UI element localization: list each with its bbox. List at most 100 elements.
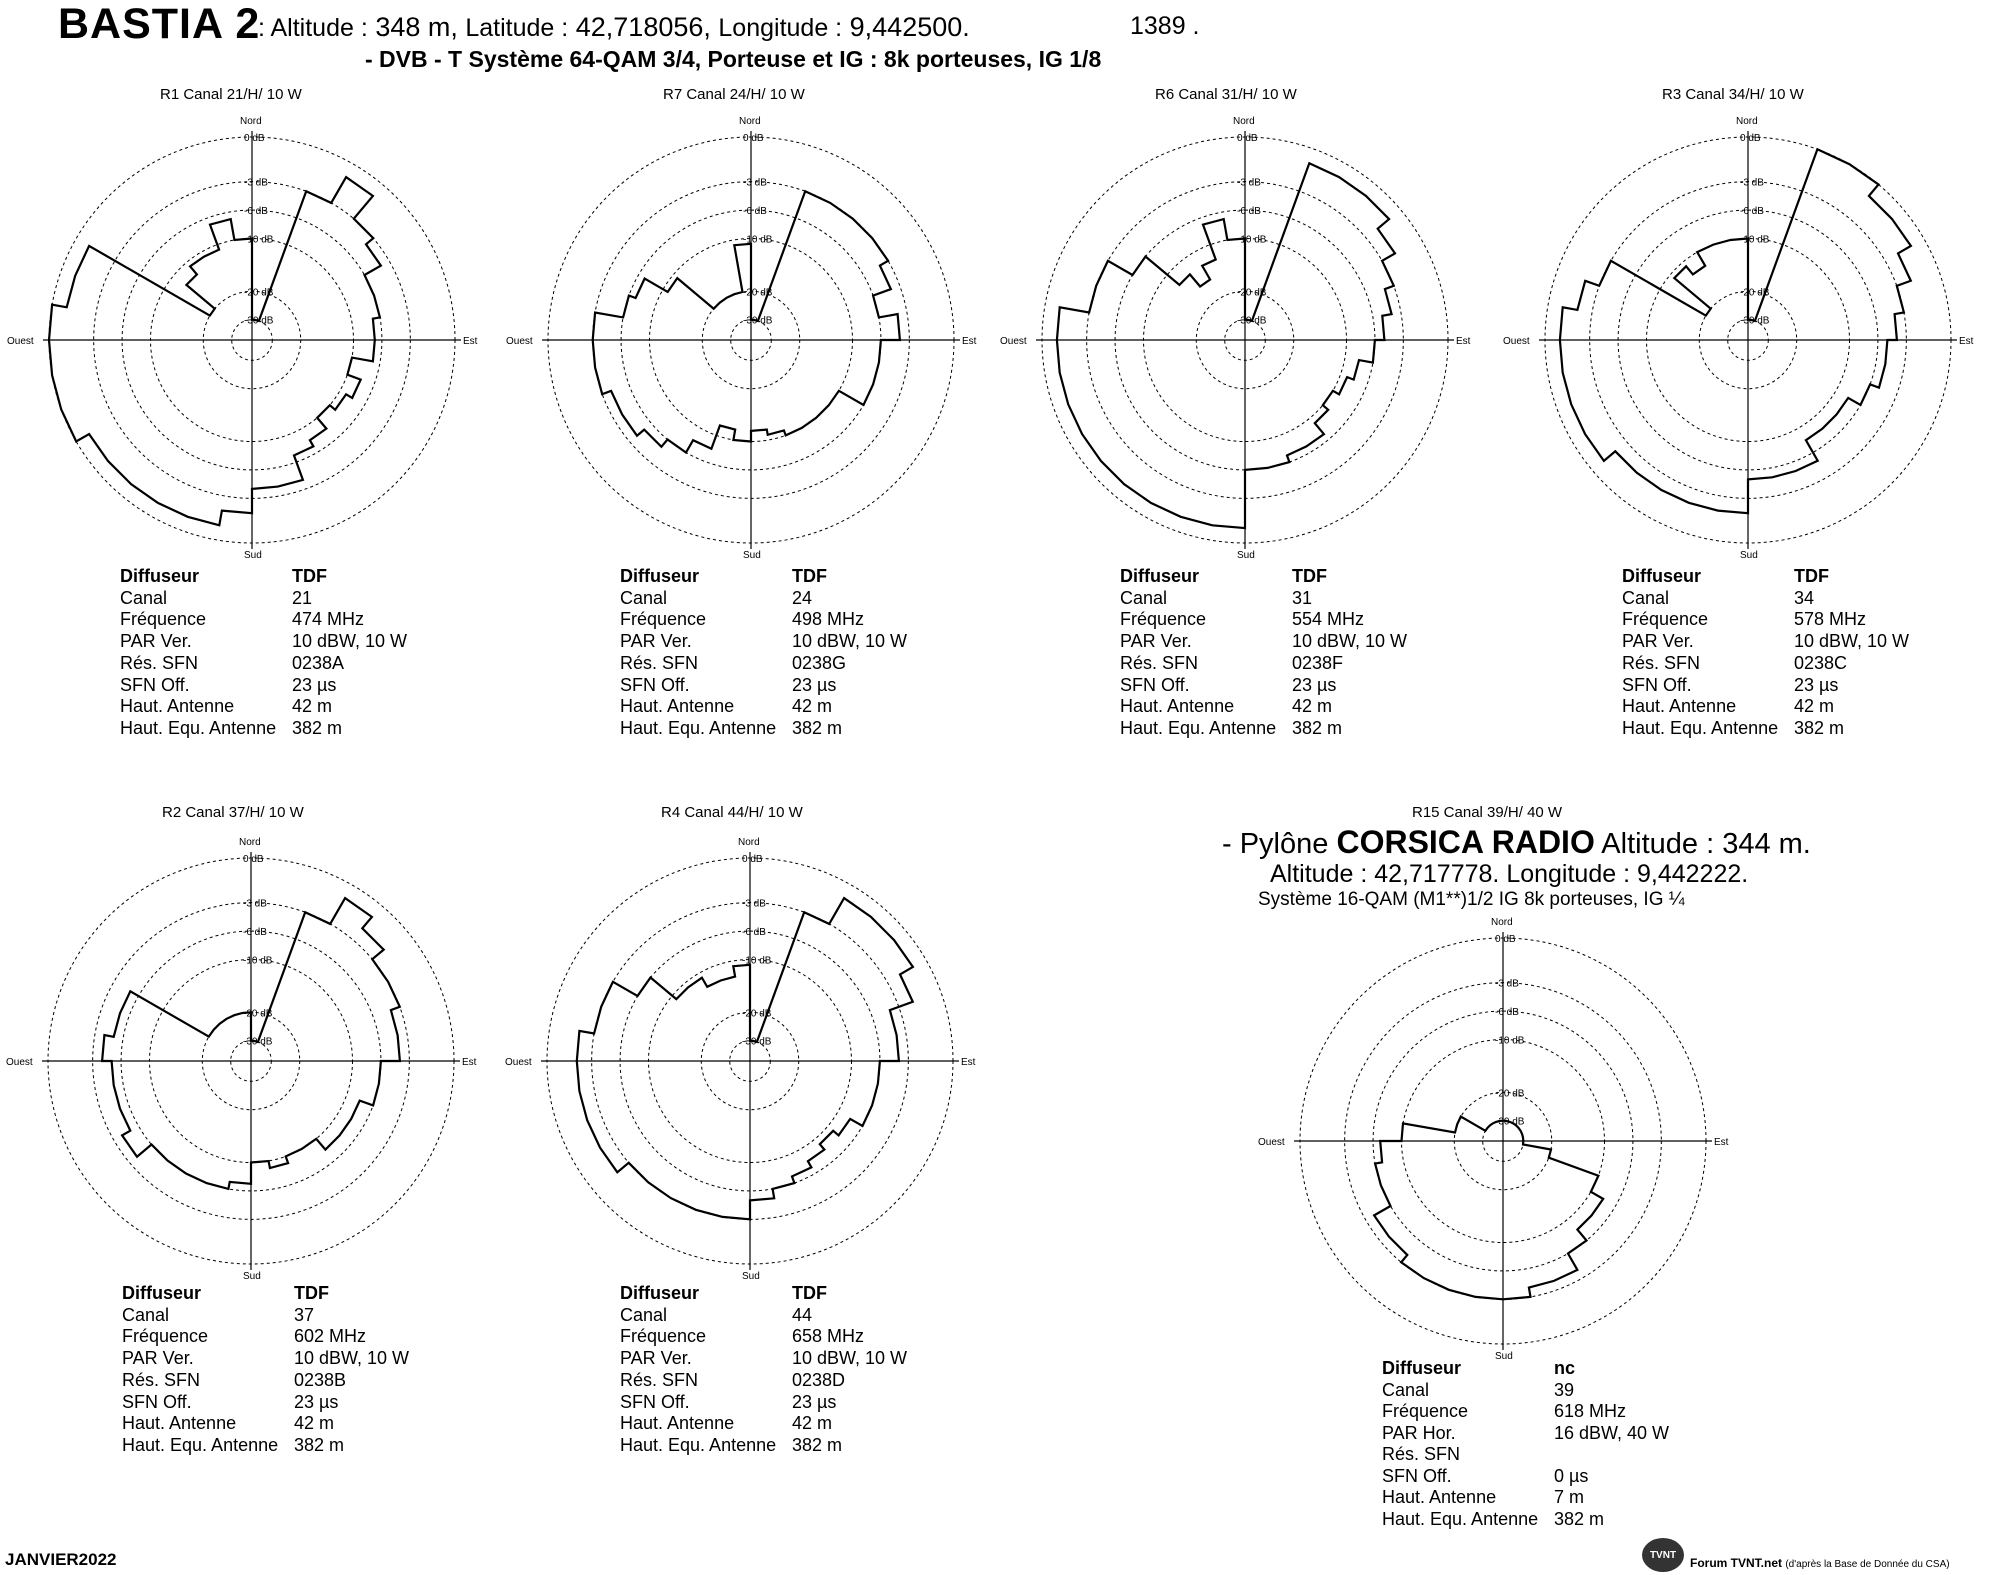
info-value: 10 dBW, 10 W [292, 631, 408, 652]
info-label: Diffuseur [1120, 566, 1200, 586]
info-label: Canal [1622, 587, 1670, 608]
info-value: 7 m [1554, 1487, 1585, 1507]
info-label: Haut. Antenne [1622, 696, 1737, 717]
info-row: Haut. Antenne 42 m [1622, 696, 1909, 718]
compass-north: Nord [1491, 917, 1513, 928]
corsica-name: CORSICA RADIO [1336, 824, 1595, 860]
compass-south: Sud [1237, 550, 1255, 561]
info-label: Haut. Equ. Antenne [620, 1434, 777, 1455]
db-label: -20 dB [243, 1008, 273, 1019]
footer-credit-site[interactable]: Forum TVNT.net [1690, 1556, 1782, 1570]
corsica-latitude-label: Altitude : [1270, 860, 1368, 888]
info-value: 382 m [792, 717, 843, 738]
info-value: 554 MHz [1292, 609, 1365, 630]
info-label: Haut. Equ. Antenne [1622, 717, 1779, 738]
info-label: SFN Off. [1120, 674, 1190, 695]
info-value: 0238A [292, 652, 345, 673]
corsica-latitude: 42,717778. [1374, 860, 1500, 888]
info-label: Rés. SFN [620, 652, 699, 673]
info-value: TDF [292, 566, 327, 586]
db-label: -6 dB [1495, 1007, 1519, 1018]
radiation-pattern [1055, 161, 1397, 530]
info-value: 10 dBW, 10 W [294, 1348, 410, 1369]
system-description: - DVB - T Système 64-QAM 3/4, Porteuse e… [365, 46, 1102, 72]
corsica-altitude-label: Altitude : [1601, 828, 1715, 860]
info-value: 16 dBW, 40 W [1554, 1422, 1670, 1443]
info-label: Haut. Antenne [1120, 696, 1235, 717]
info-row: SFN Off.23 µs [1120, 675, 1407, 697]
radiation-pattern [47, 175, 383, 527]
compass-south: Sud [243, 1271, 261, 1282]
db-label: -20 dB [1495, 1088, 1525, 1099]
db-label: -10 dB [1740, 235, 1770, 246]
info-label: PAR Ver. [620, 1348, 692, 1369]
info-value: 42 m [1794, 696, 1835, 717]
footer-credit[interactable]: Forum TVNT.net (d'après la Base de Donné… [1690, 1556, 1950, 1570]
info-value: TDF [294, 1283, 329, 1303]
polar-chart: 0 dB-3 dB-6 dB-10 dB-20 dB-30 dBNordSudE… [506, 116, 977, 561]
radiation-pattern [1372, 1115, 1605, 1301]
info-label: Diffuseur [120, 566, 200, 586]
db-label: 0 dB [1495, 934, 1516, 945]
panel-title: R6 Canal 31/H/ 10 W [1155, 86, 1297, 103]
info-label: Rés. SFN [1622, 652, 1701, 673]
compass-south: Sud [1495, 1351, 1513, 1362]
info-value: TDF [792, 1283, 827, 1303]
db-label: -10 dB [244, 235, 274, 246]
compass-east: Est [1959, 336, 1974, 347]
info-label: Canal [122, 1304, 170, 1325]
db-label: -20 dB [1237, 287, 1267, 298]
info-value: 382 m [792, 1434, 843, 1455]
info-value: 42 m [292, 696, 333, 717]
info-row: PAR Ver.10 dBW, 10 W [1622, 631, 1909, 653]
compass-west: Ouest [1503, 336, 1530, 347]
db-label: 0 dB [1237, 133, 1258, 144]
compass-east: Est [463, 336, 478, 347]
info-value: 42 m [792, 696, 833, 717]
longitude-value: 9,442500. [849, 12, 970, 42]
info-label: Haut. Equ. Antenne [1382, 1508, 1539, 1529]
compass-east: Est [462, 1057, 477, 1068]
info-value: 42 m [792, 1413, 833, 1434]
db-label: 0 dB [243, 854, 264, 865]
info-value: 34 [1794, 587, 1815, 608]
db-label: -20 dB [742, 1008, 772, 1019]
info-label: Diffuseur [1622, 566, 1702, 586]
latitude-label: Latitude : [465, 14, 569, 42]
info-label: Fréquence [120, 609, 207, 630]
info-row: Diffuseur TDF [120, 566, 407, 588]
tvnt-logo-icon[interactable]: TVNT [1642, 1538, 1684, 1572]
info-label: Fréquence [1120, 609, 1207, 630]
info-label: SFN Off. [122, 1391, 192, 1412]
info-row: PAR Ver.10 dBW, 10 W [122, 1348, 409, 1370]
compass-south: Sud [1740, 550, 1758, 561]
panel-title: R4 Canal 44/H/ 10 W [661, 804, 803, 821]
info-label: Diffuseur [122, 1283, 202, 1303]
info-label: Rés. SFN [122, 1369, 201, 1390]
info-row: SFN Off.23 µs [620, 675, 907, 697]
polar-chart: 0 dB-3 dB-6 dB-10 dB-20 dB-30 dBNordSudE… [1000, 116, 1471, 561]
info-value: 382 m [1554, 1508, 1605, 1529]
info-label: Diffuseur [620, 566, 700, 586]
longitude-label: Longitude : [718, 14, 843, 42]
polar-chart: 0 dB-3 dB-6 dB-10 dB-20 dB-30 dBNordSudE… [6, 837, 477, 1282]
info-label: Diffuseur [1382, 1358, 1462, 1378]
info-value: TDF [1292, 566, 1327, 586]
info-label: Fréquence [1382, 1401, 1469, 1421]
info-label: PAR Ver. [1622, 631, 1694, 652]
info-value: 39 [1554, 1379, 1575, 1400]
db-label: -10 dB [1237, 235, 1267, 246]
